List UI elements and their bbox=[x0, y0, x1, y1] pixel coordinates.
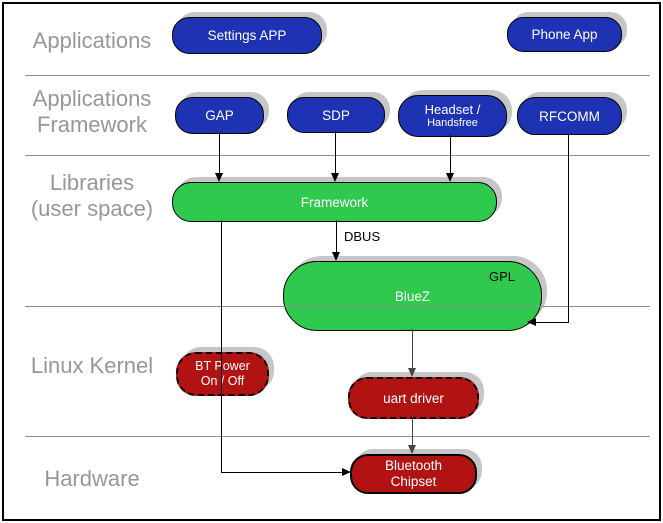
layer-label-hardware: Hardware bbox=[12, 466, 172, 492]
layer-label-text: Applications bbox=[32, 86, 152, 111]
arrowhead-bluez-uart bbox=[407, 368, 416, 377]
arrowhead-gap-framework bbox=[214, 173, 223, 182]
edge-rfcomm-bluez-vertical bbox=[568, 133, 569, 322]
edge-rfcomm-bluez-horizontal bbox=[535, 322, 569, 323]
edge-framework-chipset-vertical bbox=[221, 220, 222, 473]
divider-linux-kernel bbox=[25, 436, 650, 437]
node-sdp: SDP bbox=[287, 97, 385, 133]
layer-label-libraries: Libraries (user space) bbox=[12, 170, 172, 222]
node-label: Handsfree bbox=[427, 117, 478, 129]
node-bluez: GPL BlueZ bbox=[283, 261, 542, 331]
layer-label-text: Applications bbox=[32, 28, 152, 53]
node-uart-driver: uart driver bbox=[348, 377, 479, 419]
layer-label-text: Hardware bbox=[44, 466, 140, 491]
arrowhead-rfcomm-bluez bbox=[527, 317, 536, 326]
layer-label-text: Linux Kernel bbox=[30, 353, 154, 378]
node-phone-app: Phone App bbox=[507, 17, 622, 52]
node-label: GAP bbox=[205, 108, 234, 123]
node-label: BT Power bbox=[195, 359, 250, 373]
layer-label-text: Framework bbox=[36, 112, 147, 137]
node-label: BlueZ bbox=[394, 288, 431, 304]
arrowhead-framework-chipset bbox=[342, 467, 351, 476]
dbus-edge-label: DBUS bbox=[344, 229, 381, 244]
node-framework: Framework bbox=[172, 182, 497, 222]
node-rfcomm: RFCOMM bbox=[517, 97, 622, 135]
node-label: Framework bbox=[300, 194, 369, 210]
node-label: RFCOMM bbox=[539, 108, 600, 124]
layer-label-text: (user space) bbox=[30, 196, 154, 221]
arrowhead-framework-bluez bbox=[331, 252, 340, 261]
layer-label-applications-framework: Applications Framework bbox=[12, 86, 172, 138]
layer-label-text: Libraries bbox=[49, 170, 135, 195]
edge-gap-framework bbox=[219, 132, 220, 174]
node-label: On / Off bbox=[200, 374, 245, 388]
arrowhead-headset-framework bbox=[445, 173, 454, 182]
node-label: Headset / bbox=[424, 102, 481, 117]
node-bluetooth-chipset: Bluetooth Chipset bbox=[350, 454, 477, 494]
arrowhead-uart-chipset bbox=[407, 445, 416, 454]
edge-uart-chipset bbox=[412, 415, 413, 446]
divider-applications bbox=[25, 75, 650, 76]
node-bt-power: BT Power On / Off bbox=[176, 352, 269, 396]
arrowhead-sdp-framework bbox=[330, 173, 339, 182]
edge-framework-chipset-horizontal bbox=[221, 472, 342, 473]
edge-bluez-uart bbox=[412, 329, 413, 369]
node-label: Settings APP bbox=[207, 28, 287, 43]
node-label: uart driver bbox=[383, 390, 444, 406]
node-headset-handsfree: Headset / Handsfree bbox=[398, 95, 507, 137]
node-label: Bluetooth bbox=[384, 458, 443, 473]
layer-label-applications: Applications bbox=[12, 28, 172, 54]
node-label: SDP bbox=[322, 107, 350, 123]
edge-sdp-framework bbox=[335, 131, 336, 174]
node-label: Chipset bbox=[390, 474, 437, 489]
divider-libraries bbox=[25, 306, 650, 307]
node-settings-app: Settings APP bbox=[172, 17, 322, 54]
edge-framework-bluez bbox=[336, 220, 337, 253]
node-label: Phone App bbox=[531, 27, 598, 42]
gpl-badge: GPL bbox=[488, 269, 515, 284]
divider-applications-framework bbox=[25, 155, 650, 156]
edge-headset-framework bbox=[450, 135, 451, 174]
layer-label-linux-kernel: Linux Kernel bbox=[12, 353, 172, 379]
node-gap: GAP bbox=[175, 97, 264, 134]
